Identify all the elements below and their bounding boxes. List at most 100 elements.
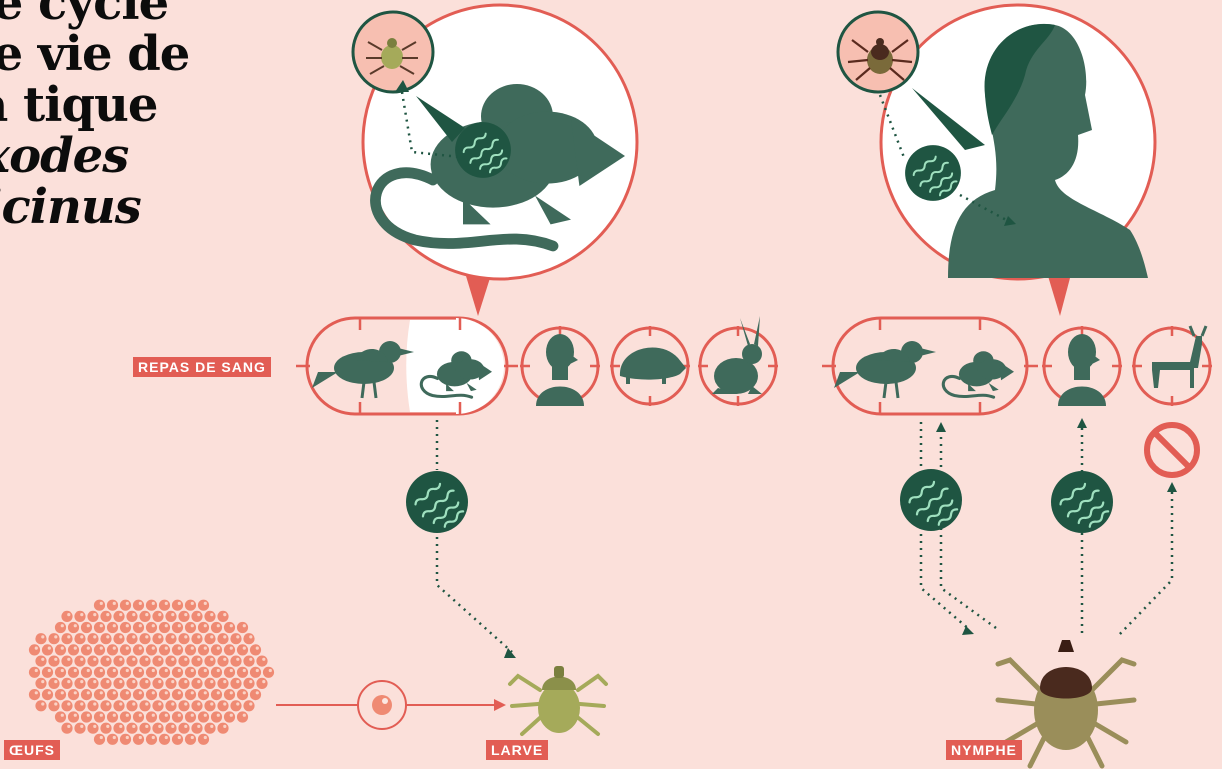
egg-highlight xyxy=(204,714,207,717)
egg-highlight xyxy=(184,635,187,638)
egg xyxy=(204,633,215,644)
diagram-title: Le cycle de vie de la tique Ixodes ricin… xyxy=(0,0,189,233)
egg-highlight xyxy=(178,647,181,650)
egg-highlight xyxy=(74,691,77,694)
egg xyxy=(237,689,248,700)
egg-highlight xyxy=(61,714,64,717)
egg-highlight xyxy=(67,725,70,728)
egg-highlight xyxy=(236,680,239,683)
egg-highlight xyxy=(61,647,64,650)
egg xyxy=(68,689,79,700)
egg xyxy=(87,633,98,644)
egg xyxy=(191,723,202,734)
egg xyxy=(126,611,137,622)
egg xyxy=(74,678,85,689)
egg xyxy=(211,711,222,722)
egg xyxy=(139,723,150,734)
egg xyxy=(126,678,137,689)
egg-highlight xyxy=(100,736,103,739)
egg xyxy=(165,700,176,711)
egg-highlight xyxy=(210,680,213,683)
egg xyxy=(198,622,209,633)
egg xyxy=(87,723,98,734)
egg-highlight xyxy=(210,702,213,705)
egg xyxy=(133,667,144,678)
egg xyxy=(126,700,137,711)
nymph-label: NYMPHE xyxy=(946,740,1022,760)
egg xyxy=(152,700,163,711)
egg xyxy=(146,644,157,655)
bird-icon xyxy=(312,341,414,398)
egg-highlight xyxy=(119,702,122,705)
egg xyxy=(165,611,176,622)
nymph-transmission-paths xyxy=(900,418,1197,636)
egg-highlight xyxy=(256,669,259,672)
egg-highlight xyxy=(223,658,226,661)
egg-highlight xyxy=(35,669,38,672)
egg xyxy=(185,600,196,611)
egg xyxy=(191,611,202,622)
egg-highlight xyxy=(93,702,96,705)
egg-highlight xyxy=(87,691,90,694)
egg-highlight xyxy=(100,647,103,650)
egg xyxy=(61,678,72,689)
egg xyxy=(55,622,66,633)
egg xyxy=(224,711,235,722)
egg-highlight xyxy=(126,602,129,605)
egg-highlight xyxy=(230,624,233,627)
egg-highlight xyxy=(80,702,83,705)
egg xyxy=(120,711,131,722)
egg xyxy=(250,689,261,700)
egg-highlight xyxy=(126,669,129,672)
egg xyxy=(100,656,111,667)
egg-highlight xyxy=(171,635,174,638)
egg xyxy=(29,689,40,700)
egg xyxy=(74,611,85,622)
egg xyxy=(185,711,196,722)
egg-highlight xyxy=(191,736,194,739)
egg-highlight xyxy=(145,725,148,728)
egg xyxy=(146,600,157,611)
egg-highlight xyxy=(119,725,122,728)
egg-highlight xyxy=(80,658,83,661)
egg-highlight xyxy=(256,647,259,650)
egg-highlight xyxy=(165,602,168,605)
egg-highlight xyxy=(171,725,174,728)
egg-highlight xyxy=(74,624,77,627)
egg xyxy=(191,633,202,644)
egg-highlight xyxy=(249,635,252,638)
egg-highlight xyxy=(256,691,259,694)
egg-highlight xyxy=(132,613,135,616)
egg-highlight xyxy=(223,725,226,728)
egg xyxy=(191,656,202,667)
title-line-1: Le cycle xyxy=(0,0,189,29)
egg xyxy=(139,633,150,644)
egg xyxy=(35,700,46,711)
egg xyxy=(263,667,274,678)
egg xyxy=(152,633,163,644)
egg-highlight xyxy=(217,669,220,672)
egg-highlight xyxy=(67,635,70,638)
egg xyxy=(107,689,118,700)
egg xyxy=(113,678,124,689)
egg xyxy=(87,611,98,622)
egg xyxy=(159,711,170,722)
human-icon xyxy=(1058,334,1106,406)
egg-highlight xyxy=(223,680,226,683)
egg-highlight xyxy=(126,691,129,694)
egg xyxy=(68,667,79,678)
egg xyxy=(68,711,79,722)
egg xyxy=(185,644,196,655)
egg-highlight xyxy=(152,647,155,650)
egg xyxy=(68,644,79,655)
egg-highlight xyxy=(93,658,96,661)
egg-highlight xyxy=(87,647,90,650)
egg-highlight xyxy=(191,691,194,694)
egg xyxy=(35,678,46,689)
egg xyxy=(237,644,248,655)
egg xyxy=(159,644,170,655)
egg-highlight xyxy=(100,624,103,627)
egg xyxy=(224,622,235,633)
egg xyxy=(243,633,254,644)
egg-highlight xyxy=(197,702,200,705)
